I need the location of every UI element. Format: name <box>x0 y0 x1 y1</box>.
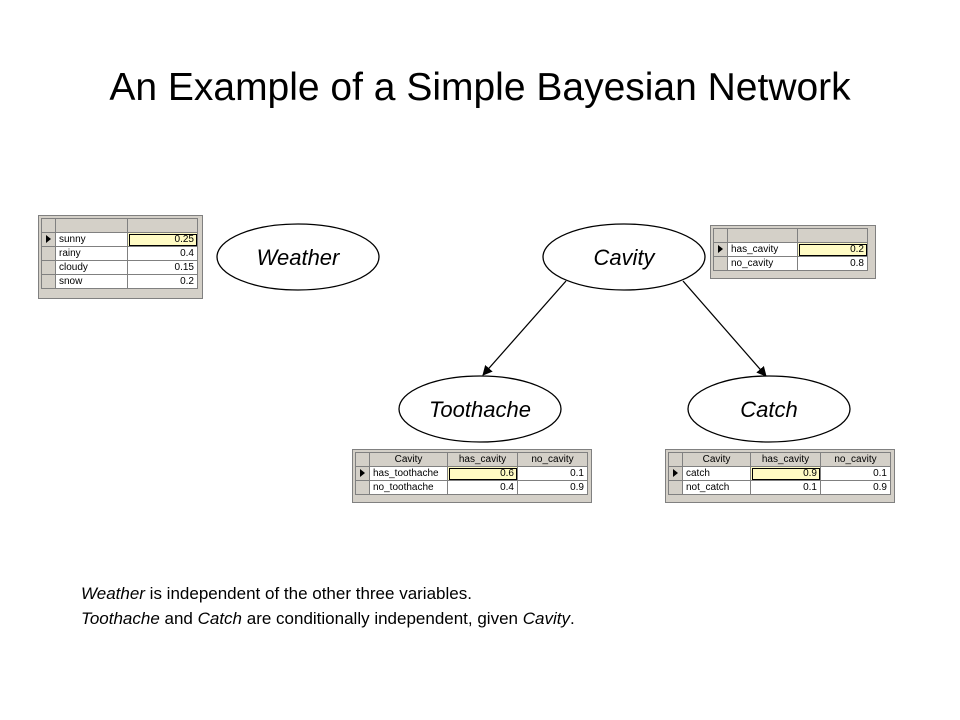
row-selector[interactable] <box>41 246 56 261</box>
row-selector[interactable] <box>713 256 728 271</box>
weather-cpt-grid[interactable]: sunny 0.25 rainy 0.4 cloudy 0.15 snow 0.… <box>38 215 203 299</box>
table-row[interactable]: snow 0.2 <box>41 274 198 289</box>
header-corner <box>41 218 56 233</box>
node-toothache-label: Toothache <box>429 397 531 422</box>
catch-cpt-header-no-cavity: no_cavity <box>820 452 891 467</box>
row-selector[interactable] <box>713 242 728 257</box>
row-pointer-icon <box>360 469 365 478</box>
cavity-state[interactable]: has_cavity <box>727 242 798 257</box>
toothache-cpt-header-has-cavity: has_cavity <box>447 452 518 467</box>
row-pointer-icon <box>673 469 678 478</box>
node-weather-label: Weather <box>257 245 341 270</box>
node-toothache[interactable]: Toothache <box>398 375 562 443</box>
toothache-state[interactable]: has_toothache <box>369 466 448 481</box>
caption-text: and <box>159 609 198 628</box>
weather-cpt-header-state <box>55 218 128 233</box>
node-catch[interactable]: Catch <box>687 375 851 443</box>
row-selector[interactable] <box>355 466 370 481</box>
page-title: An Example of a Simple Bayesian Network <box>109 66 851 109</box>
table-row[interactable]: no_cavity 0.8 <box>713 256 868 271</box>
table-row[interactable]: cloudy 0.15 <box>41 260 198 275</box>
cavity-state[interactable]: no_cavity <box>727 256 798 271</box>
toothache-prob[interactable]: 0.9 <box>517 480 588 495</box>
node-cavity[interactable]: Cavity <box>542 223 706 291</box>
table-row[interactable]: catch 0.9 0.1 <box>668 466 891 481</box>
cavity-cpt-grid[interactable]: has_cavity 0.2 no_cavity 0.8 <box>710 225 876 279</box>
table-row[interactable]: rainy 0.4 <box>41 246 198 261</box>
catch-prob[interactable]: 0.1 <box>820 466 891 481</box>
toothache-state[interactable]: no_toothache <box>369 480 448 495</box>
weather-state[interactable]: cloudy <box>55 260 128 275</box>
weather-state[interactable]: rainy <box>55 246 128 261</box>
table-row[interactable]: not_catch 0.1 0.9 <box>668 480 891 495</box>
toothache-cpt-header-no-cavity: no_cavity <box>517 452 588 467</box>
table-row[interactable]: has_toothache 0.6 0.1 <box>355 466 588 481</box>
toothache-cpt-grid[interactable]: Cavity has_cavity no_cavity has_toothach… <box>352 449 592 503</box>
weather-prob[interactable]: 0.15 <box>127 260 198 275</box>
edge-cavity-toothache <box>482 280 567 376</box>
caption-text: . <box>569 609 575 628</box>
catch-cpt-header-has-cavity: has_cavity <box>750 452 821 467</box>
weather-prob[interactable]: 0.2 <box>127 274 198 289</box>
row-selector[interactable] <box>41 232 56 247</box>
caption-line-1: Weather is independent of the other thre… <box>81 584 472 604</box>
header-corner <box>355 452 370 467</box>
cavity-prob[interactable]: 0.8 <box>797 256 868 271</box>
caption-var: Cavity <box>522 609 570 628</box>
row-selector[interactable] <box>668 466 683 481</box>
node-weather[interactable]: Weather <box>216 223 380 291</box>
caption-text: is independent of the other three variab… <box>144 584 472 603</box>
row-selector[interactable] <box>41 260 56 275</box>
caption-var: Weather <box>81 584 145 603</box>
catch-cpt-header-parent: Cavity <box>682 452 751 467</box>
row-pointer-icon <box>718 245 723 254</box>
weather-cpt-header-prob <box>127 218 198 233</box>
row-selector[interactable] <box>355 480 370 495</box>
weather-state[interactable]: snow <box>55 274 128 289</box>
node-catch-label: Catch <box>740 397 797 422</box>
cavity-prob[interactable]: 0.2 <box>797 242 868 257</box>
catch-state[interactable]: catch <box>682 466 751 481</box>
toothache-cpt-header-parent: Cavity <box>369 452 448 467</box>
edge-cavity-catch <box>682 280 767 377</box>
toothache-prob[interactable]: 0.4 <box>447 480 518 495</box>
caption-var: Toothache <box>81 609 160 628</box>
catch-state[interactable]: not_catch <box>682 480 751 495</box>
catch-cpt-grid[interactable]: Cavity has_cavity no_cavity catch 0.9 0.… <box>665 449 895 503</box>
catch-prob[interactable]: 0.9 <box>820 480 891 495</box>
table-row[interactable]: no_toothache 0.4 0.9 <box>355 480 588 495</box>
row-selector[interactable] <box>41 274 56 289</box>
cavity-cpt-header-state <box>727 228 798 243</box>
row-pointer-icon <box>46 235 51 244</box>
weather-prob[interactable]: 0.4 <box>127 246 198 261</box>
table-row[interactable]: has_cavity 0.2 <box>713 242 868 257</box>
catch-prob[interactable]: 0.1 <box>750 480 821 495</box>
header-corner <box>713 228 728 243</box>
toothache-prob[interactable]: 0.1 <box>517 466 588 481</box>
cavity-cpt-header-prob <box>797 228 868 243</box>
caption-var: Catch <box>197 609 243 628</box>
catch-prob[interactable]: 0.9 <box>750 466 821 481</box>
toothache-prob[interactable]: 0.6 <box>447 466 518 481</box>
caption-line-2: Toothache and Catch are conditionally in… <box>81 609 575 629</box>
table-row[interactable]: sunny 0.25 <box>41 232 198 247</box>
node-cavity-label: Cavity <box>593 245 656 270</box>
weather-state[interactable]: sunny <box>55 232 128 247</box>
row-selector[interactable] <box>668 480 683 495</box>
weather-prob[interactable]: 0.25 <box>127 232 198 247</box>
header-corner <box>668 452 683 467</box>
caption-text: are conditionally independent, given <box>242 609 523 628</box>
